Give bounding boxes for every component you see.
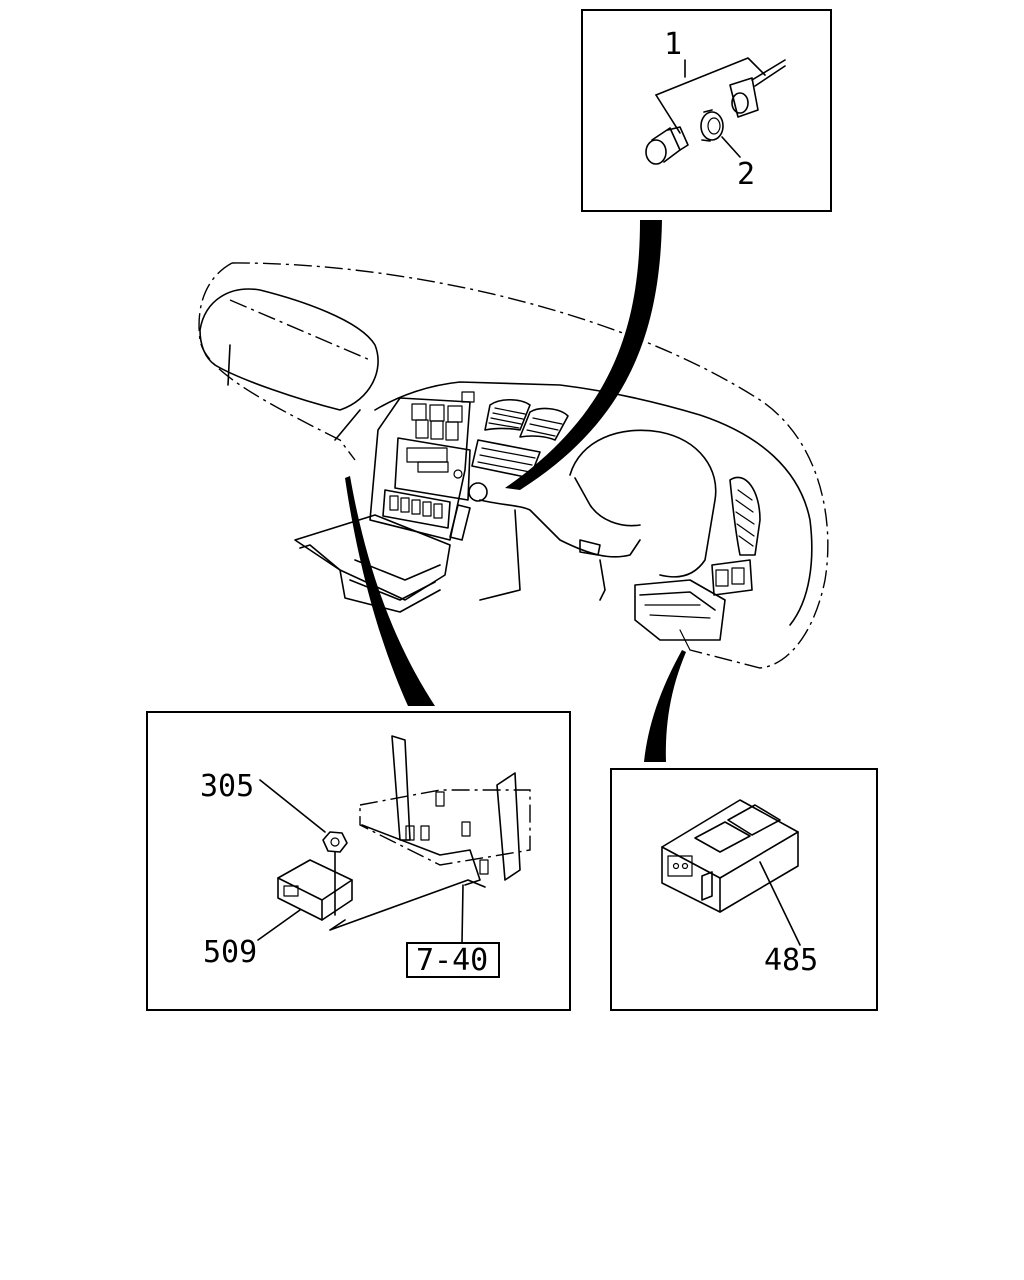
module-part-509	[277, 859, 353, 921]
ref-7-40-frame	[406, 942, 500, 978]
nut-part-305	[322, 831, 348, 916]
callout-7-40: 7-40	[416, 943, 488, 978]
leader-flare-top	[505, 220, 662, 490]
callout-305: 305	[200, 769, 254, 804]
callout-485: 485	[764, 943, 818, 978]
leader-flare-lower-right	[644, 650, 686, 762]
knob-part	[645, 126, 689, 165]
switch-part	[729, 59, 786, 118]
detail-box-top: 1 2	[581, 9, 832, 212]
callout-509: 509	[203, 935, 257, 970]
ring-part	[700, 109, 724, 142]
callout-2: 2	[737, 157, 755, 192]
detail-box-lower-right: 485	[610, 768, 878, 1011]
callout-1: 1	[664, 27, 682, 62]
detail-box-lower-left: 305 509 7-40	[146, 711, 571, 1011]
control-unit-part-485	[661, 799, 799, 913]
leader-flare-lower-left	[345, 476, 435, 706]
instrument-panel-illustration	[198, 262, 829, 669]
